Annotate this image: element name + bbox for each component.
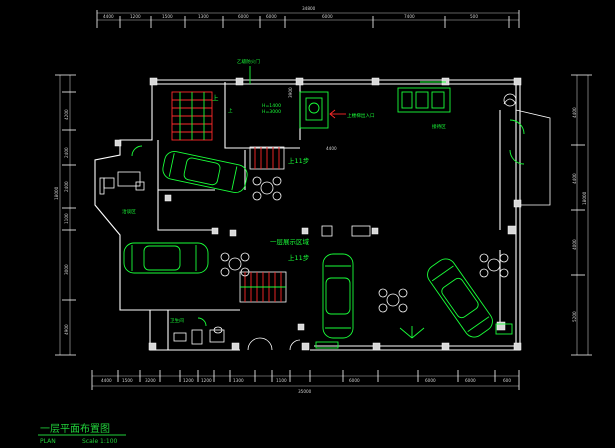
bottom-dim-8: 6000 bbox=[349, 378, 360, 383]
level-mark: 4400 bbox=[326, 146, 337, 151]
negotiation-label: 接待区 bbox=[432, 123, 446, 130]
right-lounge-furniture: 接待区 bbox=[397, 81, 525, 165]
bottom-dim-10: 6000 bbox=[465, 378, 476, 383]
top-dim-3: 1500 bbox=[162, 14, 173, 19]
left-dim-6: 4900 bbox=[64, 324, 69, 335]
top-entrance-room: 上楼梯出入口 H=1400 H=3000 乙级防火门 上 4400 3900 bbox=[228, 58, 375, 151]
lower-stair bbox=[239, 271, 287, 303]
right-overall-dim: 18000 bbox=[582, 191, 587, 205]
top-dim-6: 6000 bbox=[266, 14, 277, 19]
left-dim-2: 2400 bbox=[64, 147, 69, 158]
left-dimension-chain: 18000 4200 2400 2400 1100 3000 4900 bbox=[54, 74, 76, 356]
bottom-dimension-chain: 4400 1500 3200 1200 1200 1300 1100 6000 … bbox=[91, 370, 520, 394]
stair-up-label: 上 bbox=[212, 93, 219, 102]
left-dim-4: 1100 bbox=[64, 213, 69, 224]
table-set-3 bbox=[378, 288, 408, 313]
right-dimension-chain: 18000 4400 4400 4000 5200 bbox=[571, 74, 592, 356]
left-dim-5: 3000 bbox=[64, 264, 69, 275]
center-stair: 上11步 bbox=[249, 146, 310, 170]
bottom-dim-9: 6000 bbox=[425, 378, 436, 383]
building-walls bbox=[94, 79, 551, 351]
scale-label: Scale 1:100 bbox=[82, 438, 118, 445]
top-overall-dim: 34800 bbox=[302, 6, 316, 11]
office-room: 洽谈区 bbox=[99, 145, 145, 215]
top-dim-7: 6000 bbox=[322, 14, 333, 19]
top-room-label: 乙级防火门 bbox=[237, 58, 260, 65]
office-label: 洽谈区 bbox=[122, 208, 136, 215]
upper-left-stair: 上 bbox=[171, 91, 219, 141]
car-top-left bbox=[162, 150, 248, 194]
drawing-title: 一层平面布置图 bbox=[40, 423, 110, 435]
right-dim-1: 4400 bbox=[572, 107, 577, 118]
bottom-dim-6: 1300 bbox=[233, 378, 244, 383]
bottom-dim-3: 3200 bbox=[145, 378, 156, 383]
toilet-room: 卫生间 bbox=[170, 317, 225, 345]
table-set-1 bbox=[252, 176, 282, 201]
bottom-dim-5: 1200 bbox=[201, 378, 212, 383]
top-dim-8: 7400 bbox=[404, 14, 415, 19]
dims-note-2: H=3000 bbox=[262, 109, 281, 115]
bottom-dim-4: 1200 bbox=[183, 378, 194, 383]
top-dim-1: 4400 bbox=[103, 14, 114, 19]
structural-columns bbox=[114, 77, 522, 351]
bottom-dim-2: 1500 bbox=[122, 378, 133, 383]
right-dim-3: 4000 bbox=[572, 239, 577, 250]
upper-entrance-label: 上 bbox=[228, 107, 233, 114]
bottom-dim-1: 4400 bbox=[101, 378, 112, 383]
plan-label: PLAN bbox=[40, 438, 56, 445]
bottom-overall-dim: 35000 bbox=[298, 389, 312, 394]
up-11-steps-center: 上11步 bbox=[288, 253, 310, 262]
display-zone-label: 一层展示区域 bbox=[270, 237, 310, 246]
top-dim-9: 500 bbox=[470, 14, 478, 19]
entrance-label: 上楼梯出入口 bbox=[347, 112, 375, 119]
car-right bbox=[427, 258, 493, 338]
top-dim-2: 1200 bbox=[130, 14, 141, 19]
dims-note-1: H=1400 bbox=[262, 103, 281, 109]
top-dim-4: 1300 bbox=[198, 14, 209, 19]
bottom-dim-11: 600 bbox=[503, 378, 511, 383]
left-overall-dim: 18000 bbox=[54, 186, 59, 200]
table-set-4 bbox=[479, 253, 509, 278]
up-11-steps-upper: 上11步 bbox=[288, 156, 310, 165]
table-set-2 bbox=[220, 252, 250, 277]
top-dimension-chain: 34800 4400 1200 1500 1300 6000 6000 6000… bbox=[96, 6, 520, 28]
car-mid-left bbox=[123, 242, 209, 274]
toilet-label: 卫生间 bbox=[170, 317, 184, 324]
misc-fixtures bbox=[247, 225, 513, 351]
stairs-note: 3900 bbox=[288, 87, 293, 98]
left-dim-3: 2400 bbox=[64, 181, 69, 192]
title-block: 一层平面布置图 PLAN Scale 1:100 bbox=[38, 423, 126, 445]
right-dim-4: 5200 bbox=[572, 311, 577, 322]
top-dim-5: 6000 bbox=[238, 14, 249, 19]
car-center bbox=[322, 253, 354, 339]
left-dim-1: 4200 bbox=[64, 109, 69, 120]
right-dim-2: 4400 bbox=[572, 173, 577, 184]
bottom-dim-7: 1100 bbox=[276, 378, 287, 383]
